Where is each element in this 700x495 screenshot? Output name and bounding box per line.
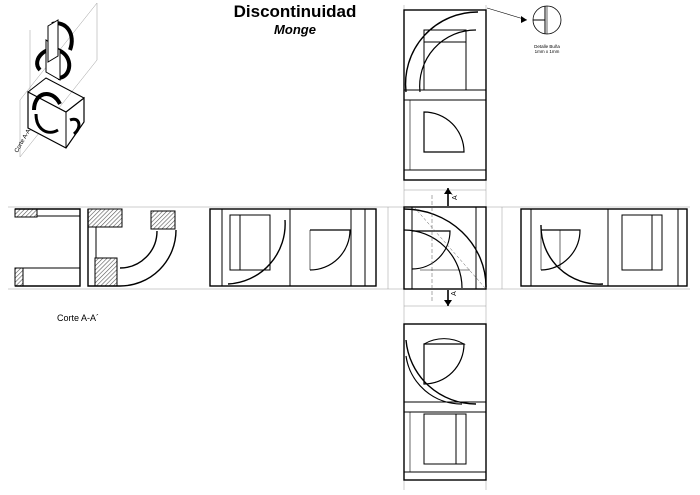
elevation-view — [403, 195, 487, 302]
section-view — [14, 208, 177, 287]
detail-label-line1: Detalle Buña — [534, 44, 560, 49]
cut-mark-bottom: A — [450, 291, 458, 296]
construction-lines — [8, 5, 690, 490]
detail-label: Detalle Buña 1mm x 1mm — [527, 44, 567, 54]
detail-label-line2: 1mm x 1mm — [534, 49, 560, 54]
section-label: Corte A-A´ — [57, 313, 100, 323]
isometric-view — [19, 2, 98, 158]
page-title: Discontinuidad — [233, 2, 357, 21]
page-subtitle: Monge — [274, 22, 316, 37]
cut-plane-markers — [444, 188, 452, 306]
plan-view-top — [403, 9, 487, 181]
plan-view-bottom — [403, 323, 487, 481]
profile-view-left — [209, 208, 377, 287]
profile-view-right — [520, 208, 688, 287]
detail-callout — [486, 5, 562, 35]
cut-mark-top: A´ — [452, 193, 459, 200]
